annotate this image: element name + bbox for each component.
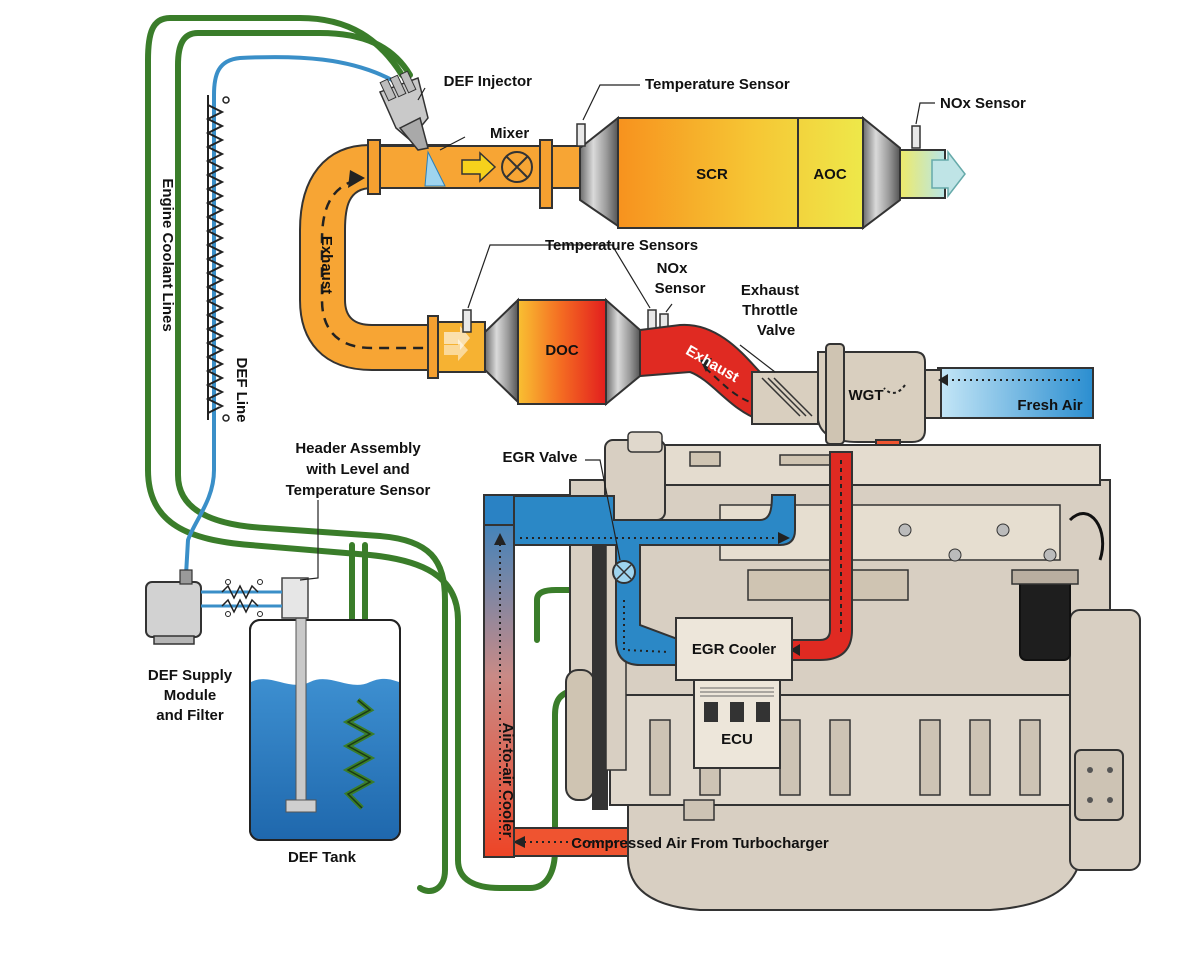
exhaust-left-label: Exhaust: [318, 236, 335, 294]
fresh-air-label: Fresh Air: [1017, 397, 1082, 414]
air-to-air-cooler-label: Air-to-air Cooler: [499, 722, 516, 837]
def-supply-module: [145, 569, 282, 645]
ecu-label: ECU: [721, 731, 753, 748]
def-tank: [249, 577, 401, 841]
nox-sensor-label-line2: Sensor: [655, 280, 706, 297]
egr-valve-label: EGR Valve: [502, 449, 577, 466]
turbocharger-wgt: [817, 343, 926, 445]
nox-sensor-top-label: NOx Sensor: [940, 95, 1026, 112]
egr-cooler-label: EGR Cooler: [692, 641, 776, 658]
nox-sensor-label-line1: NOx: [657, 260, 689, 277]
engine-coolant-lines-label: Engine Coolant Lines: [159, 178, 176, 331]
def-line-label: DEF Line: [233, 357, 250, 422]
ecu: [693, 679, 781, 769]
hot-exhaust-pipe: [639, 323, 761, 422]
air-to-air-cooler: [483, 494, 605, 858]
header-assembly-label-line1: Header Assembly: [295, 440, 421, 457]
compressed-air-label: Compressed Air From Turbocharger: [571, 835, 829, 852]
def-line-heater-coil: [205, 95, 230, 422]
exhaust-throttle-valve: [751, 371, 819, 425]
def-supply-label-line3: and Filter: [156, 707, 224, 724]
engine-block: [565, 431, 1141, 911]
exhaust-throttle-label-line1: Exhaust: [741, 282, 799, 299]
exhaust-u-pipe: [299, 144, 451, 371]
aoc-label: AOC: [813, 166, 847, 183]
def-supply-label-line1: DEF Supply: [148, 667, 233, 684]
wgt-label: WGT: [849, 387, 884, 404]
exhaust-throttle-label-line3: Valve: [757, 322, 795, 339]
temperature-sensor-top-label: Temperature Sensor: [645, 76, 790, 93]
scr-aoc-canister: [576, 115, 966, 231]
def-injector-label: DEF Injector: [444, 73, 533, 90]
egr-cooler: [675, 617, 793, 681]
def-line-hose: [184, 55, 394, 577]
doc-label: DOC: [545, 342, 579, 359]
header-assembly-label-line2: with Level and: [305, 461, 409, 478]
intake-air-pipe: [513, 494, 796, 666]
header-assembly-label-line3: Temperature Sensor: [286, 482, 431, 499]
leader-lines: [299, 84, 935, 581]
scr-label: SCR: [696, 166, 728, 183]
def-supply-label-line2: Module: [164, 687, 217, 704]
def-tank-label: DEF Tank: [288, 849, 357, 866]
exhaust-throttle-label-line2: Throttle: [742, 302, 798, 319]
doc-canister: [427, 297, 669, 407]
def-injector: [378, 70, 429, 151]
temperature-sensors-label: Temperature Sensors: [545, 237, 698, 254]
mixer-label: Mixer: [490, 125, 529, 142]
exhaust-pipe-to-scr: [367, 139, 586, 209]
